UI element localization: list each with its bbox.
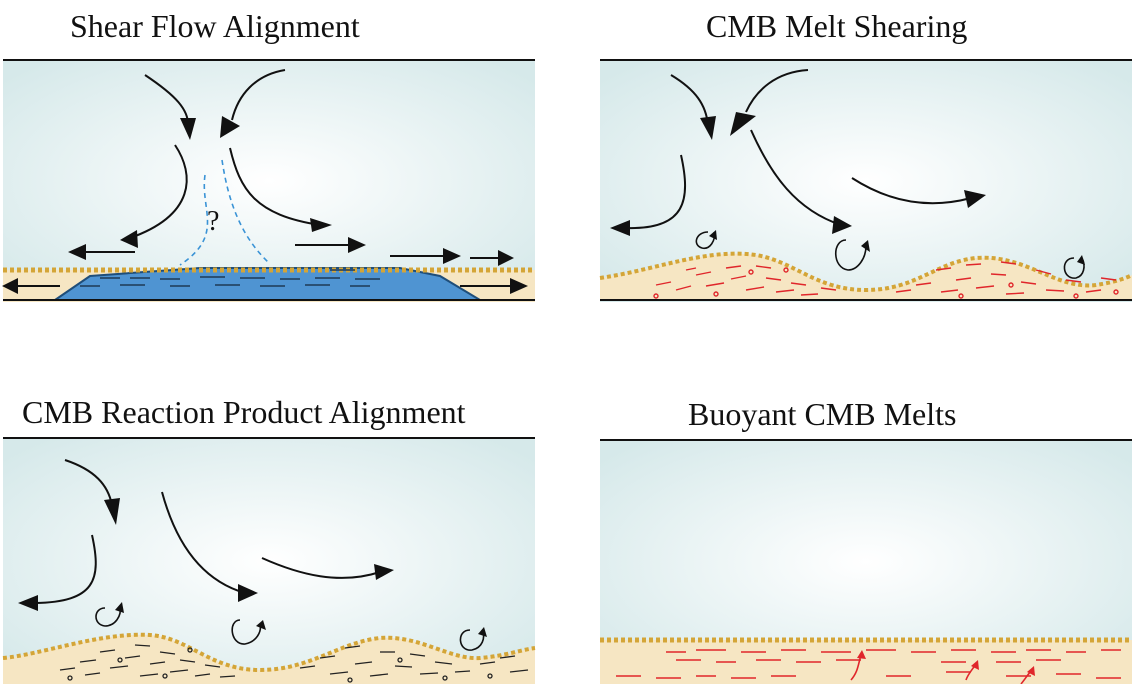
- basal-layer: [600, 640, 1132, 684]
- mantle-region: [3, 60, 535, 302]
- shear-flow-diagram: ?: [2, 59, 535, 302]
- streamline-right: [221, 159, 269, 263]
- reaction-product-diagram: [2, 437, 536, 684]
- aligned-fabric: [80, 269, 380, 287]
- basal-layer: [600, 253, 1132, 300]
- eddy-arrowheads: [115, 602, 487, 637]
- buoyant-melts-diagram: [600, 439, 1132, 684]
- melt-pockets: [616, 649, 1121, 679]
- panel-cmb-reaction-product-alignment: CMB Reaction Product Alignment: [0, 380, 560, 684]
- eddy-arrow-icon: [95, 605, 485, 651]
- eddy-arrow-icon: [695, 231, 1085, 279]
- question-mark: ?: [207, 206, 219, 237]
- basal-layer: [3, 634, 535, 684]
- arrowheads: [610, 112, 986, 236]
- boundary-dots: [2, 632, 536, 673]
- streamline-left: [179, 174, 209, 266]
- arrowheads: [18, 498, 394, 611]
- reaction-products: [59, 644, 529, 683]
- panel-title: Buoyant CMB Melts: [688, 396, 957, 432]
- rising-melt-arrowheads: [857, 650, 1035, 676]
- melt-pockets: [653, 261, 1119, 299]
- panel-cmb-melt-shearing: CMB Melt Shearing: [596, 0, 1136, 320]
- panel-title: CMB Melt Shearing: [706, 8, 968, 44]
- arrowheads: [2, 116, 528, 294]
- panel-title: CMB Reaction Product Alignment: [22, 394, 466, 430]
- melt-shearing-diagram: [599, 59, 1133, 302]
- flow-arrow-icon: [34, 459, 381, 604]
- panel-shear-flow-alignment: Shear Flow Alignment ?: [0, 0, 560, 320]
- panel-title: Shear Flow Alignment: [70, 8, 360, 44]
- boundary-dots: [599, 251, 1133, 293]
- eddy-arrowheads: [709, 230, 1085, 265]
- panel-buoyant-cmb-melts: Buoyant CMB Melts: [596, 380, 1136, 684]
